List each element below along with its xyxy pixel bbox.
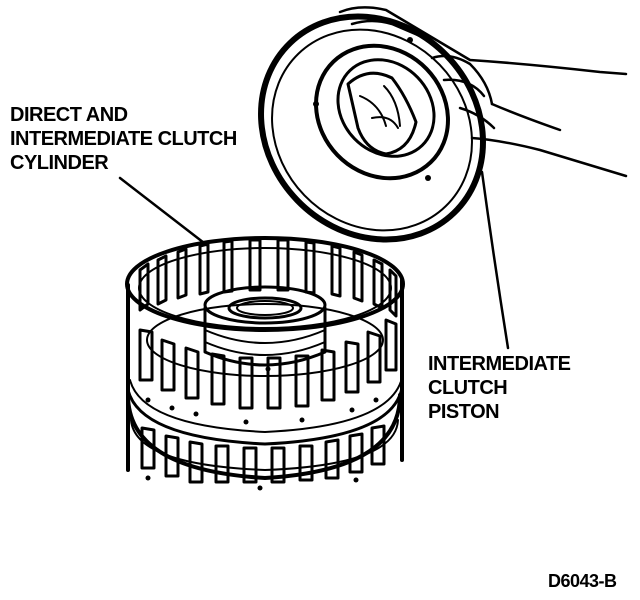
- oil-holes: [145, 366, 379, 491]
- piston-label: INTERMEDIATE CLUTCH PISTON: [428, 352, 571, 424]
- lower-spline-teeth: [140, 424, 386, 484]
- cylinder-label-line-1: DIRECT AND: [10, 104, 128, 126]
- cylinder-label-line-3: CYLINDER: [10, 152, 109, 174]
- cylinder-leader-line: [118, 176, 210, 248]
- upper-spline-teeth: [138, 238, 398, 410]
- cylinder-label-line-2: INTERMEDIATE CLUTCH: [10, 128, 237, 150]
- piston-leader-line: [480, 170, 510, 350]
- figure-code: D6043-B: [548, 571, 617, 591]
- hand-holding-piston: [338, 6, 628, 178]
- clutch-cylinder: [125, 236, 405, 491]
- intermediate-clutch-piston: [258, 13, 486, 243]
- piston-label-line-2: CLUTCH: [428, 377, 508, 399]
- cylinder-label: DIRECT AND INTERMEDIATE CLUTCH CYLINDER: [10, 103, 237, 175]
- piston-label-line-1: INTERMEDIATE: [428, 353, 571, 375]
- piston-label-line-3: PISTON: [428, 401, 500, 423]
